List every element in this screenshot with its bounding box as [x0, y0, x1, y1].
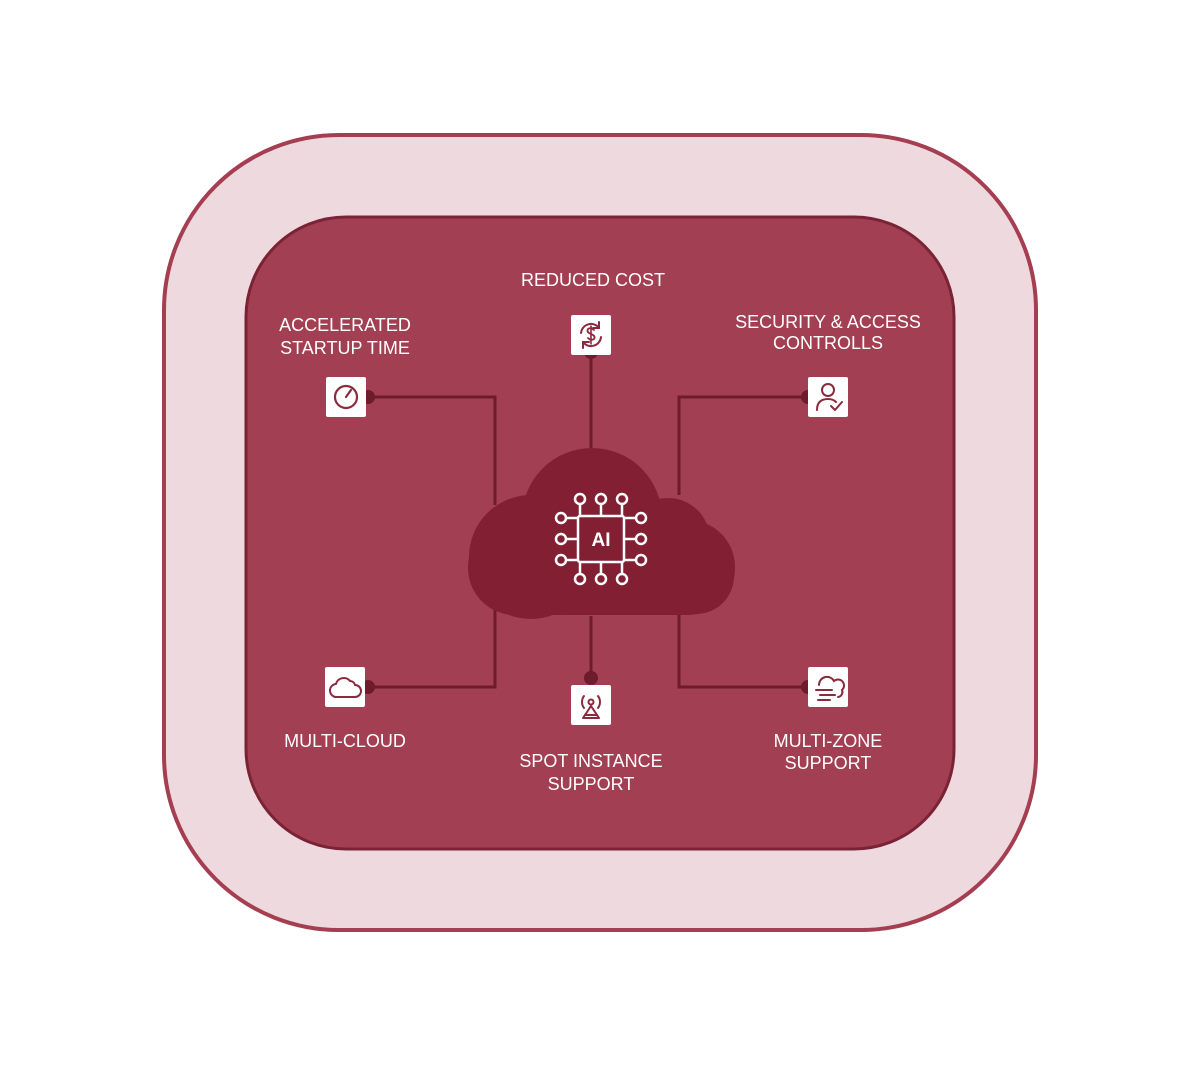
cloud-icon — [329, 677, 362, 698]
reduced-cost-node — [571, 315, 611, 355]
connector-bottom-right — [677, 600, 808, 689]
accelerated-startup-label-line2: STARTUP TIME — [280, 338, 410, 358]
spot-instance-node — [571, 685, 611, 725]
spot-instance-label-line1: SPOT INSTANCE — [519, 751, 662, 771]
connector-dot-bottom — [584, 671, 598, 685]
multi-zone-label-line2: SUPPORT — [785, 753, 872, 773]
ai-chip-label: AI — [592, 530, 611, 551]
stopwatch-icon — [333, 384, 359, 410]
security-label-line1: SECURITY & ACCESS — [735, 312, 921, 332]
cloud-wind-icon — [815, 675, 845, 701]
reduced-cost-label: REDUCED COST — [521, 270, 665, 290]
multi-zone-label-line1: MULTI-ZONE — [774, 731, 883, 751]
spot-instance-label-line2: SUPPORT — [548, 774, 635, 794]
accelerated-startup-node — [326, 377, 366, 417]
connector-top-left — [368, 395, 497, 505]
security-label-line2: CONTROLLS — [773, 333, 883, 353]
antenna-icon — [581, 695, 601, 719]
multi-cloud-label: MULTI-CLOUD — [284, 731, 406, 751]
multi-zone-node — [808, 667, 848, 707]
accelerated-startup-label-line1: ACCELERATED — [279, 315, 411, 335]
connectors — [368, 352, 808, 689]
ai-chip-icon — [554, 492, 648, 586]
security-node — [808, 377, 848, 417]
cost-refresh-icon — [580, 321, 602, 349]
connector-bottom-left — [368, 600, 497, 689]
user-check-icon — [816, 383, 843, 411]
central-cloud — [468, 448, 735, 619]
multi-cloud-node — [325, 667, 365, 707]
connector-top-right — [677, 395, 808, 495]
